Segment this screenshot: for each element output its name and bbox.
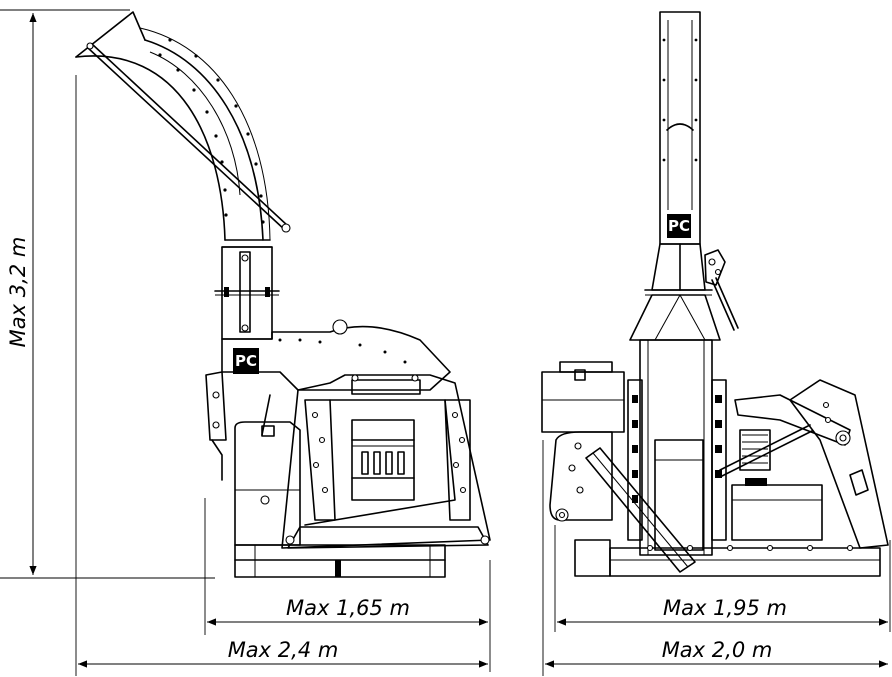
side-infeed-hopper <box>281 374 491 549</box>
front-chute: PC <box>659 11 701 245</box>
front-spring-mechanism <box>719 394 851 477</box>
front-pc-logo: PC <box>668 217 690 235</box>
front-lower-engine <box>731 478 823 541</box>
front-right-hopper <box>789 379 889 549</box>
front-engine-box <box>541 361 625 433</box>
front-inner-width-label: Max 1,95 m <box>663 596 787 620</box>
side-view: PC <box>75 11 491 578</box>
dimension-side-overall: Max 2,4 m <box>75 75 488 676</box>
side-chute <box>75 11 291 248</box>
dimension-height: Max 3,2 m <box>0 9 215 579</box>
side-inner-width-label: Max 1,65 m <box>286 596 410 620</box>
front-chute-neck <box>629 243 721 341</box>
dimension-front-overall: Max 2,0 m <box>542 440 888 676</box>
side-engine-block <box>234 421 301 546</box>
side-pc-logo: PC <box>235 352 257 370</box>
front-gear-column <box>627 379 727 541</box>
front-control-lever <box>704 249 739 331</box>
front-left-plate <box>549 431 613 522</box>
front-base-frame <box>574 539 881 577</box>
front-view: PC <box>541 11 889 577</box>
side-overall-width-label: Max 2,4 m <box>228 638 339 662</box>
dimension-side-inner: Max 1,65 m <box>204 498 491 672</box>
side-chute-neck <box>214 246 280 340</box>
height-label: Max 3,2 m <box>6 237 30 348</box>
side-base-frame <box>234 544 446 578</box>
side-hitch <box>205 371 271 481</box>
dimension-front-inner: Max 1,95 m <box>554 525 891 632</box>
side-housing: PC <box>221 319 451 391</box>
front-overall-width-label: Max 2,0 m <box>662 638 773 662</box>
